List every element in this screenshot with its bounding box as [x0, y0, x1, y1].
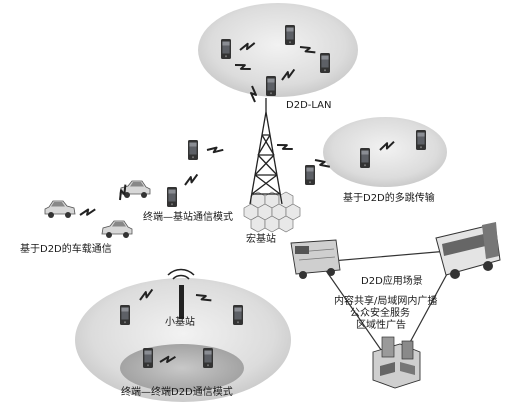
- scenario-item-safety: 公众安全服务: [350, 308, 410, 319]
- scenarios-title: D2D应用场景: [361, 276, 423, 287]
- vehicular-label: 基于D2D的车载通信: [20, 244, 112, 255]
- scenario-triangle: [318, 249, 462, 372]
- scenario-item-sharing: 内容共享/局域网内广播: [334, 296, 438, 307]
- multi-hop-label: 基于D2D的多跳传输: [343, 193, 435, 204]
- truck-icon: [290, 239, 341, 279]
- device-to-device-label: 终端—终端D2D通信模式: [121, 387, 233, 398]
- d2d-lan-label: D2D-LAN: [286, 100, 332, 111]
- d2d-lan-cloud: [198, 3, 358, 97]
- building-icon: [372, 336, 421, 389]
- bus-icon: [435, 222, 501, 279]
- car-icon: [44, 180, 151, 239]
- scenario-item-ads: 区域性广告: [356, 320, 406, 331]
- lattice-tower-icon: [249, 98, 283, 205]
- macro-bs-label: 宏基站: [246, 234, 276, 245]
- small-base-station-icon: [167, 268, 195, 319]
- d2d-inner-cloud: [120, 344, 244, 392]
- device-to-bs-label: 终端—基站通信模式: [143, 212, 233, 223]
- macro-cells: [243, 191, 301, 233]
- small-bs-label: 小基站: [165, 317, 195, 328]
- multi-hop-cloud: [323, 117, 447, 187]
